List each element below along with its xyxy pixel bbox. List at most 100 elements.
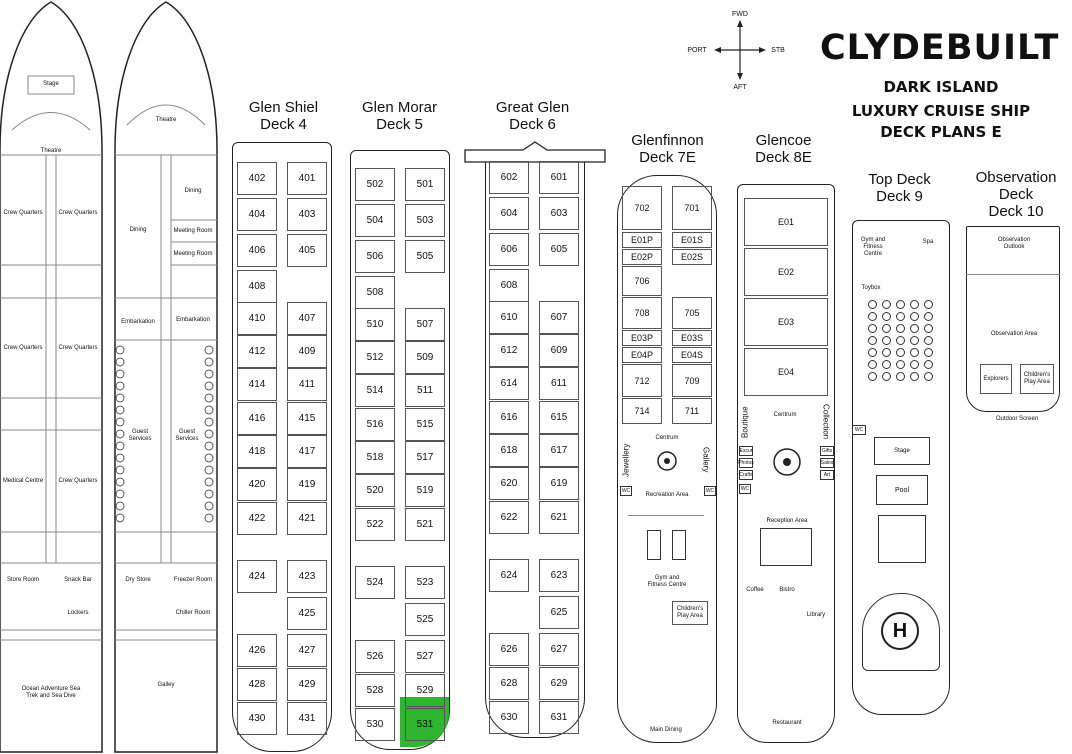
cabin-417[interactable]: 417 [287, 435, 327, 468]
cabin-510[interactable]: 510 [355, 308, 395, 341]
cabin-620[interactable]: 620 [489, 467, 529, 500]
cabin-529[interactable]: 529 [405, 674, 445, 707]
cabin-702[interactable]: 702 [622, 186, 662, 230]
cabin-611[interactable]: 611 [539, 367, 579, 400]
cabin-609[interactable]: 609 [539, 334, 579, 367]
cabin-429[interactable]: 429 [287, 668, 327, 701]
cabin-512[interactable]: 512 [355, 341, 395, 374]
cabin-522[interactable]: 522 [355, 508, 395, 541]
cabin-610[interactable]: 610 [489, 301, 529, 334]
cabin-410[interactable]: 410 [237, 302, 277, 335]
cabin-406[interactable]: 406 [237, 234, 277, 267]
cabin-414[interactable]: 414 [237, 368, 277, 401]
cabin-709[interactable]: 709 [672, 364, 712, 397]
cabin-622[interactable]: 622 [489, 501, 529, 534]
suite-E01[interactable]: E01 [744, 198, 828, 246]
suite-E02[interactable]: E02 [744, 248, 828, 296]
cabin-428[interactable]: 428 [237, 668, 277, 701]
cabin-E03P[interactable]: E03P [622, 330, 662, 346]
cabin-508[interactable]: 508 [355, 276, 395, 309]
cabin-506[interactable]: 506 [355, 240, 395, 273]
cabin-403[interactable]: 403 [287, 198, 327, 231]
cabin-617[interactable]: 617 [539, 434, 579, 467]
cabin-404[interactable]: 404 [237, 198, 277, 231]
cabin-531[interactable]: 531 [405, 708, 445, 741]
cabin-502[interactable]: 502 [355, 168, 395, 201]
cabin-525[interactable]: 525 [405, 603, 445, 636]
cabin-614[interactable]: 614 [489, 367, 529, 400]
cabin-516[interactable]: 516 [355, 408, 395, 441]
cabin-514[interactable]: 514 [355, 374, 395, 407]
cabin-616[interactable]: 616 [489, 401, 529, 434]
cabin-412[interactable]: 412 [237, 335, 277, 368]
cabin-711[interactable]: 711 [672, 398, 712, 424]
cabin-423[interactable]: 423 [287, 560, 327, 593]
cabin-518[interactable]: 518 [355, 441, 395, 474]
cabin-521[interactable]: 521 [405, 508, 445, 541]
suite-E04[interactable]: E04 [744, 348, 828, 396]
cabin-629[interactable]: 629 [539, 667, 579, 700]
cabin-708[interactable]: 708 [622, 297, 662, 329]
cabin-509[interactable]: 509 [405, 341, 445, 374]
cabin-416[interactable]: 416 [237, 402, 277, 435]
cabin-409[interactable]: 409 [287, 335, 327, 368]
cabin-526[interactable]: 526 [355, 640, 395, 673]
cabin-520[interactable]: 520 [355, 474, 395, 507]
cabin-430[interactable]: 430 [237, 702, 277, 735]
cabin-411[interactable]: 411 [287, 368, 327, 401]
cabin-504[interactable]: 504 [355, 204, 395, 237]
cabin-628[interactable]: 628 [489, 667, 529, 700]
cabin-415[interactable]: 415 [287, 402, 327, 435]
cabin-701[interactable]: 701 [672, 186, 712, 230]
cabin-E03S[interactable]: E03S [672, 330, 712, 346]
cabin-402[interactable]: 402 [237, 162, 277, 195]
cabin-528[interactable]: 528 [355, 674, 395, 707]
cabin-605[interactable]: 605 [539, 233, 579, 266]
cabin-612[interactable]: 612 [489, 334, 529, 367]
cabin-631[interactable]: 631 [539, 701, 579, 734]
cabin-607[interactable]: 607 [539, 301, 579, 334]
cabin-627[interactable]: 627 [539, 633, 579, 666]
cabin-424[interactable]: 424 [237, 560, 277, 593]
cabin-E01S[interactable]: E01S [672, 232, 712, 248]
cabin-623[interactable]: 623 [539, 559, 579, 592]
cabin-401[interactable]: 401 [287, 162, 327, 195]
cabin-602[interactable]: 602 [489, 161, 529, 194]
cabin-621[interactable]: 621 [539, 501, 579, 534]
cabin-E01P[interactable]: E01P [622, 232, 662, 248]
cabin-E04S[interactable]: E04S [672, 347, 712, 363]
cabin-405[interactable]: 405 [287, 234, 327, 267]
cabin-601[interactable]: 601 [539, 161, 579, 194]
cabin-530[interactable]: 530 [355, 708, 395, 741]
cabin-E02P[interactable]: E02P [622, 249, 662, 265]
suite-E03[interactable]: E03 [744, 298, 828, 346]
cabin-426[interactable]: 426 [237, 634, 277, 667]
cabin-608[interactable]: 608 [489, 269, 529, 302]
cabin-425[interactable]: 425 [287, 597, 327, 630]
cabin-604[interactable]: 604 [489, 197, 529, 230]
cabin-427[interactable]: 427 [287, 634, 327, 667]
cabin-705[interactable]: 705 [672, 297, 712, 329]
cabin-625[interactable]: 625 [539, 596, 579, 629]
cabin-606[interactable]: 606 [489, 233, 529, 266]
cabin-524[interactable]: 524 [355, 566, 395, 599]
cabin-618[interactable]: 618 [489, 434, 529, 467]
cabin-503[interactable]: 503 [405, 204, 445, 237]
cabin-419[interactable]: 419 [287, 468, 327, 501]
cabin-418[interactable]: 418 [237, 435, 277, 468]
cabin-431[interactable]: 431 [287, 702, 327, 735]
cabin-706[interactable]: 706 [622, 266, 662, 296]
cabin-421[interactable]: 421 [287, 502, 327, 535]
cabin-619[interactable]: 619 [539, 467, 579, 500]
cabin-517[interactable]: 517 [405, 441, 445, 474]
cabin-712[interactable]: 712 [622, 364, 662, 397]
cabin-630[interactable]: 630 [489, 701, 529, 734]
cabin-422[interactable]: 422 [237, 502, 277, 535]
cabin-515[interactable]: 515 [405, 408, 445, 441]
cabin-501[interactable]: 501 [405, 168, 445, 201]
cabin-603[interactable]: 603 [539, 197, 579, 230]
cabin-519[interactable]: 519 [405, 474, 445, 507]
cabin-615[interactable]: 615 [539, 401, 579, 434]
cabin-523[interactable]: 523 [405, 566, 445, 599]
cabin-505[interactable]: 505 [405, 240, 445, 273]
